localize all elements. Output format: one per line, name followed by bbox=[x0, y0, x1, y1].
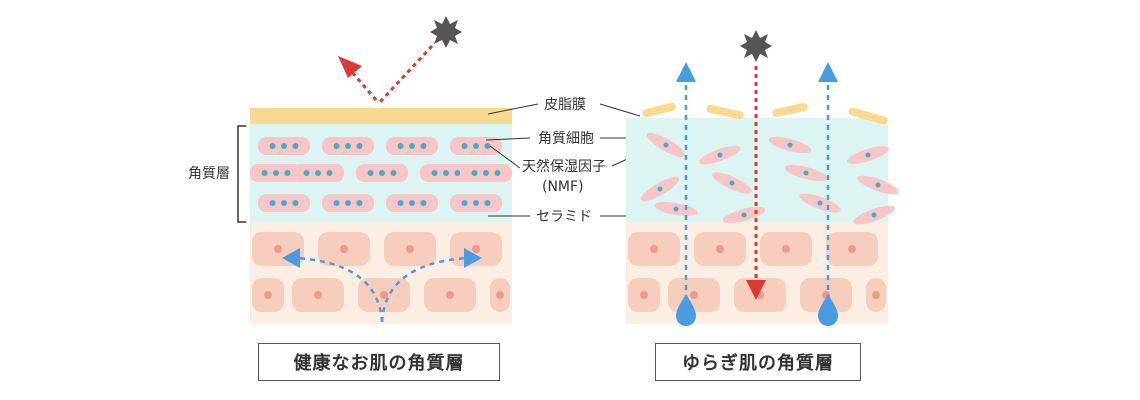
corneocyte bbox=[857, 175, 899, 195]
stratum-corneum-label: 角質層 bbox=[188, 166, 230, 182]
living-cells bbox=[252, 232, 510, 312]
stratum-bracket bbox=[237, 125, 246, 223]
corneocyte-label: 角質細胞 bbox=[538, 131, 594, 147]
living-cell bbox=[866, 278, 886, 312]
moisture-loss-arrowhead-1 bbox=[676, 62, 696, 82]
nmf-label-line2: (NMF) bbox=[542, 179, 584, 195]
living-cell bbox=[424, 278, 476, 312]
healthy-skin-panel bbox=[250, 16, 512, 324]
corneocyte bbox=[258, 137, 310, 155]
corneocyte bbox=[846, 146, 890, 164]
corneocyte bbox=[450, 194, 502, 212]
broken-sebum-film bbox=[642, 102, 888, 125]
sun-icon bbox=[740, 30, 772, 62]
living-cell bbox=[318, 232, 370, 266]
corneocyte bbox=[699, 145, 741, 165]
living-cell bbox=[292, 278, 344, 312]
living-cell bbox=[760, 232, 812, 266]
moisture-arrow-right bbox=[380, 256, 469, 323]
unstable-skin-panel bbox=[626, 30, 899, 326]
corneocyte bbox=[292, 164, 344, 182]
corneocyte bbox=[799, 193, 841, 213]
corneocyte bbox=[711, 172, 753, 194]
nmf-label-line1: 天然保湿因子 bbox=[522, 158, 606, 175]
corneocyte bbox=[386, 194, 438, 212]
corneocyte-rows bbox=[250, 137, 512, 212]
living-cell bbox=[384, 232, 436, 266]
healthy-skin-caption: 健康なお肌の角質層 bbox=[258, 343, 500, 381]
corneocyte bbox=[450, 137, 502, 155]
corneocyte bbox=[322, 137, 374, 155]
moisture-loss-arrowhead-2 bbox=[818, 62, 838, 82]
corneocyte bbox=[784, 164, 828, 182]
reflected-uv-arrowhead bbox=[338, 56, 362, 78]
unstable-skin-caption: ゆらぎ肌の角質層 bbox=[655, 343, 861, 381]
living-cell bbox=[668, 278, 720, 312]
corneocyte bbox=[386, 137, 438, 155]
corneocyte bbox=[654, 201, 698, 217]
corneocyte bbox=[646, 132, 686, 158]
living-cell bbox=[358, 278, 410, 312]
water-drop-icon bbox=[676, 294, 696, 326]
corneocyte bbox=[768, 136, 812, 154]
moisture-arrowhead-left bbox=[282, 248, 300, 268]
corneocyte bbox=[640, 176, 680, 202]
corneocyte bbox=[853, 205, 895, 225]
living-cell bbox=[826, 232, 878, 266]
corneocyte bbox=[356, 164, 408, 182]
scattered-corneocytes bbox=[640, 132, 899, 225]
corneocyte bbox=[250, 164, 302, 182]
corneocyte bbox=[258, 194, 310, 212]
water-drop-icon bbox=[818, 294, 838, 326]
ceramide-label: セラミド bbox=[536, 209, 592, 225]
sebum-film bbox=[250, 108, 512, 124]
corneocyte bbox=[460, 164, 512, 182]
corneocyte bbox=[420, 164, 472, 182]
living-cell bbox=[490, 278, 510, 312]
living-cell bbox=[252, 278, 284, 312]
penetrating-uv-arrowhead bbox=[746, 280, 766, 300]
living-cell bbox=[628, 278, 660, 312]
living-cells bbox=[628, 232, 886, 312]
sebum-film-label: 皮脂膜 bbox=[544, 97, 586, 113]
corneocyte bbox=[322, 194, 374, 212]
reflected-uv-arrow bbox=[350, 71, 378, 101]
living-cell bbox=[628, 232, 680, 266]
sun-icon bbox=[430, 16, 462, 48]
incoming-uv-arrow bbox=[378, 44, 434, 104]
moisture-arrowhead-right bbox=[464, 248, 482, 268]
living-cell bbox=[694, 232, 746, 266]
moisture-arrow-left bbox=[295, 256, 384, 323]
